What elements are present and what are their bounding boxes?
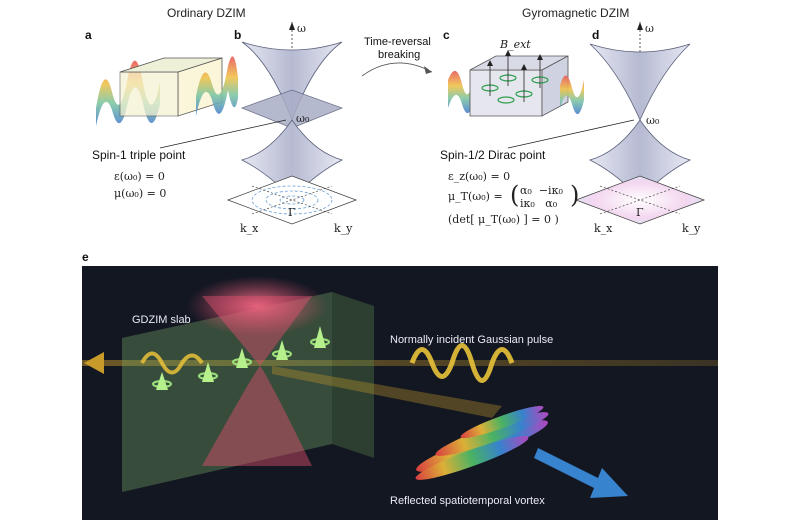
- omega-label-b: ω: [297, 22, 306, 35]
- panel-label-d: d: [592, 28, 600, 42]
- gdzim-slab-label: GDZIM slab: [132, 314, 191, 326]
- panel-label-e: e: [82, 250, 89, 264]
- incident-pulse-label: Normally incident Gaussian pulse: [390, 334, 554, 346]
- panel-label-a: a: [85, 28, 92, 42]
- spin-half-dirac-point-label: Spin-1/2 Dirac point: [440, 148, 546, 162]
- matrix-bracket: (: [510, 181, 520, 209]
- panel-b-band-diagram: [159, 22, 358, 225]
- arrow-label-line1: Time-reversal: [364, 36, 431, 48]
- panel-c-slab: [448, 50, 584, 117]
- epsilon-z-equation: ε_z(ω₀) = 0: [448, 170, 511, 183]
- mu-equation: μ(ω₀) = 0: [114, 187, 167, 200]
- panel-label-b: b: [234, 28, 242, 42]
- det-equation: (det[ μ_T(ω₀) ] = 0 ): [448, 213, 559, 226]
- gamma-label-b: Γ: [288, 206, 296, 219]
- matrix-row-2: iκ₀ α₀: [520, 197, 558, 210]
- panel-label-c: c: [443, 28, 450, 42]
- top-row-diagram: [96, 22, 706, 225]
- header-ordinary-dzim: Ordinary DZIM: [167, 6, 246, 20]
- header-gyromagnetic-dzim: Gyromagnetic DZIM: [522, 6, 630, 20]
- panel-d-band-diagram: [507, 22, 706, 225]
- mu-t-equation-lhs: μ_T(ω₀) =: [448, 190, 503, 203]
- kx-label-d: k_x: [594, 222, 613, 235]
- gamma-label-d: Γ: [636, 206, 644, 219]
- matrix-bracket-close: ): [570, 181, 580, 209]
- omega0-label-b: ω₀: [296, 112, 310, 125]
- matrix-row-1: α₀ −iκ₀: [520, 184, 563, 197]
- epsilon-equation: ε(ω₀) = 0: [114, 170, 165, 183]
- panel-e-simulation: GDZIM slab Normally incident Gaussian pu…: [82, 266, 718, 520]
- omega-label-d: ω: [645, 22, 654, 35]
- kx-label-b: k_x: [240, 222, 259, 235]
- bext-label: B_ext: [500, 38, 531, 51]
- spin1-triple-point-label: Spin-1 triple point: [92, 148, 186, 162]
- arrow-label-line2: breaking: [378, 49, 421, 61]
- ky-label-d: k_y: [682, 222, 701, 235]
- ky-label-b: k_y: [334, 222, 353, 235]
- omega0-label-d: ω₀: [646, 114, 660, 127]
- panel-a-slab: [96, 56, 238, 126]
- reflected-vortex-label: Reflected spatiotemporal vortex: [390, 495, 545, 507]
